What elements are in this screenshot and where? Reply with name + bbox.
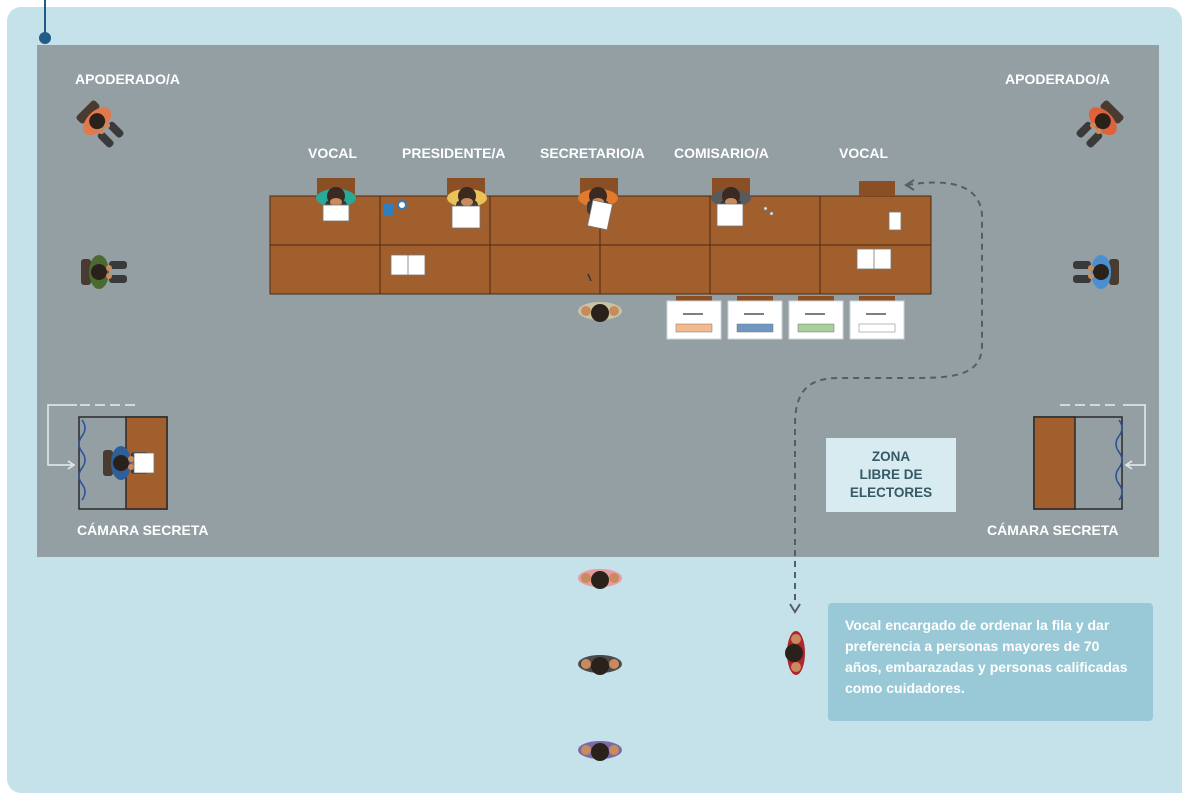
blue-item [383,204,393,215]
line-vocal-note: Vocal encargado de ordenar la fila y dar… [828,603,1153,721]
label-apoderado-left: APODERADO/A [75,71,181,87]
zone-line-2: LIBRE DE [859,467,923,482]
queue-voter-2 [578,655,622,675]
ballot-boxes [666,296,905,340]
label-camara-right: CÁMARA SECRETA [987,522,1119,538]
corner-marker-line [44,0,46,36]
documents-on-table [322,199,902,276]
arrow-head-icon [789,603,801,614]
corner-marker-dot [39,32,51,44]
queue-voter-1 [578,569,622,589]
zone-free-of-voters-label: ZONA LIBRE DE ELECTORES [826,438,956,512]
secret-chamber-left [47,404,168,510]
voting-room [37,45,1159,557]
label-vocal-2: VOCAL [839,145,888,161]
zone-line-3: ELECTORES [849,485,933,500]
flow-path [794,181,983,605]
label-presidente: PRESIDENTE/A [402,145,506,161]
zone-line-1: ZONA [871,449,911,464]
arrow-head-icon [904,179,915,191]
stamp-icon [397,200,407,210]
voter-at-table [578,302,622,322]
label-secretario: SECRETARIO/A [540,145,645,161]
apoderado-right-person [1071,96,1128,153]
label-apoderado-right: APODERADO/A [1005,71,1111,87]
side-person-right [1073,255,1119,289]
label-comisario: COMISARIO/A [674,145,769,161]
label-camara-left: CÁMARA SECRETA [77,522,209,538]
secret-chamber-right [1033,404,1146,510]
side-person-left [81,255,127,289]
line-vocal-person [785,631,805,675]
ballot-paper [133,452,155,474]
apoderado-left-person [72,96,129,153]
label-vocal-1: VOCAL [308,145,357,161]
queue-voter-3 [578,741,622,761]
pen-icon [587,273,592,282]
